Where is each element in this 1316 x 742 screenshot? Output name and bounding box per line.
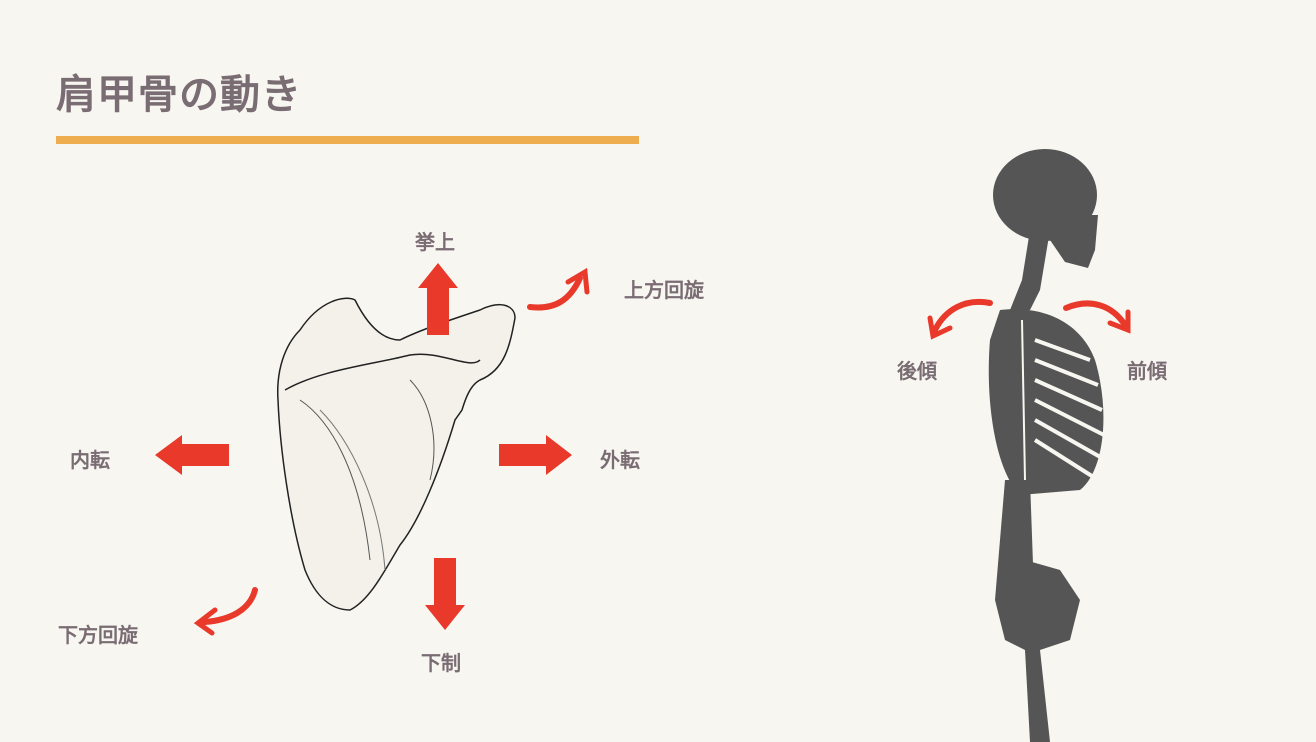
depression-arrow [425, 558, 465, 630]
label-depression: 下制 [421, 651, 461, 675]
skeleton-illustration [988, 149, 1104, 742]
upward-rotation-arrow [527, 267, 590, 311]
label-downward-rotation: 下方回旋 [58, 623, 138, 647]
label-posterior-tilt: 後傾 [897, 359, 937, 383]
label-abduction: 外転 [600, 448, 640, 472]
title-underline [56, 136, 639, 144]
rib-lines [1021, 319, 1105, 481]
page-title: 肩甲骨の動き [56, 72, 302, 118]
elevation-arrow [418, 263, 458, 335]
label-upward-rotation: 上方回旋 [624, 278, 704, 302]
abduction-arrow [499, 435, 572, 475]
adduction-arrow [155, 435, 229, 475]
label-elevation: 挙上 [415, 230, 455, 254]
anterior-tilt-arrow [1063, 300, 1131, 334]
downward-rotation-arrow [193, 587, 258, 636]
label-anterior-tilt: 前傾 [1127, 359, 1167, 383]
scapula-illustration [276, 297, 516, 611]
label-adduction: 内転 [70, 448, 110, 472]
posterior-tilt-arrow [927, 298, 993, 340]
